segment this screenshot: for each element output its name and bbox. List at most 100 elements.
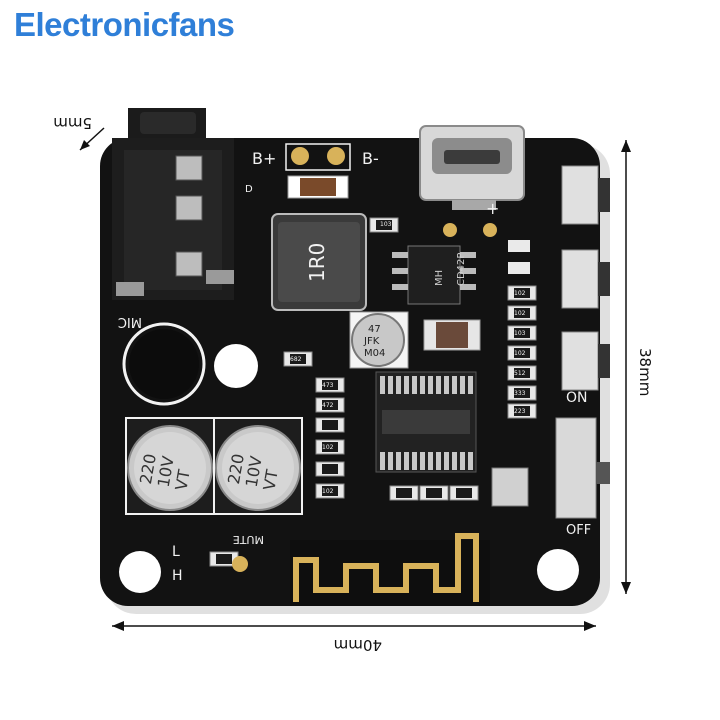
ic-pin: [444, 376, 449, 394]
smd-resistor-body: [290, 354, 306, 364]
width-arrow-right: [584, 621, 596, 631]
label-mic: MIC: [118, 314, 142, 329]
smd-resistor-body: [396, 488, 412, 498]
smd-resistor-body: [514, 328, 530, 338]
dimension-width: 40mm: [334, 636, 382, 654]
capacitor-right: [213, 417, 303, 515]
ic-pin: [452, 452, 457, 470]
height-arrow-bottom: [621, 582, 631, 594]
mute-pad: [232, 556, 248, 572]
capacitor-left: [125, 417, 215, 515]
ic-pin: [388, 452, 393, 470]
resistor-code: 103: [514, 330, 526, 337]
button-bottom: [561, 331, 610, 391]
power-ic: [392, 245, 476, 305]
ic-pin: [436, 376, 441, 394]
smd-resistor-body: [426, 488, 442, 498]
cap-left-line3: VT: [171, 468, 193, 492]
resistor-code: 102: [514, 310, 526, 317]
ic-pin: [436, 452, 441, 470]
button-top: [561, 165, 610, 225]
smd-resistor-body: [322, 464, 338, 474]
crystal: [491, 467, 529, 507]
resistor-code: 682: [290, 356, 302, 363]
resistor-code: 102: [514, 290, 526, 297]
bluetooth-antenna: [290, 533, 490, 606]
ic-pin: [420, 452, 425, 470]
thickness-arrow: [80, 140, 90, 150]
ic-pin: [380, 376, 385, 394]
small-capacitor: [349, 311, 409, 369]
smd-resistor-body: [322, 420, 338, 430]
ic-pin: [404, 452, 409, 470]
mount-hole-right: [537, 549, 579, 591]
button-middle: [561, 249, 610, 309]
audio-jack: [112, 108, 234, 300]
resistor-code: 333: [514, 390, 526, 397]
smd-component-body: [436, 322, 468, 348]
label-b-plus: B+: [252, 149, 276, 168]
label-off: OFF: [566, 523, 591, 538]
cap-small-line1: 47: [368, 324, 381, 335]
led-2: [508, 262, 530, 274]
ic-pin: [468, 376, 473, 394]
smd-resistor-body: [514, 406, 530, 416]
smd-resistor-body: [514, 388, 530, 398]
resistor-code: 472: [322, 402, 334, 409]
ic-pin: [404, 376, 409, 394]
smd-resistor-body: [322, 486, 338, 496]
brand-logo: Electronicfans: [14, 6, 235, 43]
ic-pin: [396, 376, 401, 394]
smd-resistor-body: [376, 220, 392, 230]
battery-pads: [285, 143, 351, 199]
ic-pin: [444, 452, 449, 470]
resistor-code: 102: [514, 350, 526, 357]
micro-usb-port: [419, 125, 525, 210]
smd-resistor-body: [216, 554, 232, 564]
ic-pin: [468, 452, 473, 470]
cap-right-line3: VT: [259, 468, 281, 492]
smd-resistor-body: [456, 488, 472, 498]
mount-hole-left: [119, 551, 161, 593]
microphone: [129, 329, 199, 399]
ic-pin: [380, 452, 385, 470]
height-arrow-top: [621, 140, 631, 152]
cap-small-line2: JFK: [363, 336, 380, 347]
pad-2: [483, 223, 497, 237]
smd-resistor-body: [322, 442, 338, 452]
label-h: H: [172, 568, 183, 584]
resistor-code: 512: [514, 370, 526, 377]
resistor-code: 223: [514, 408, 526, 415]
smd-resistor-body: [322, 400, 338, 410]
ic-pin: [428, 376, 433, 394]
label-l: L: [172, 544, 180, 560]
microphone-outline: [122, 322, 206, 406]
ic-marking-1: MH: [434, 270, 445, 286]
resistor-code: 103: [380, 221, 392, 228]
smd-resistor-body: [322, 380, 338, 390]
ic-pin: [396, 452, 401, 470]
resistor-code: 102: [322, 488, 334, 495]
label-d: D: [245, 184, 253, 195]
smd-resistor-body: [514, 348, 530, 358]
smd-resistor-body: [514, 288, 530, 298]
ic-pin: [460, 376, 465, 394]
width-arrow-left: [112, 621, 124, 631]
smd-resistor-body: [514, 368, 530, 378]
led-1: [508, 240, 530, 252]
dimension-height: 38mm: [636, 348, 654, 396]
ic-pin: [452, 376, 457, 394]
ic-pin: [412, 376, 417, 394]
inductor: [271, 213, 367, 311]
resistor-code: 102: [322, 444, 334, 451]
label-on: ON: [566, 390, 588, 406]
ic-marking-2: CD42P: [456, 253, 467, 286]
ic-pins: [380, 376, 473, 470]
ic-pin: [428, 452, 433, 470]
label-b-minus: B-: [362, 149, 379, 168]
ic-pin: [388, 376, 393, 394]
smd-resistors: [209, 217, 537, 567]
pad-1: [443, 223, 457, 237]
